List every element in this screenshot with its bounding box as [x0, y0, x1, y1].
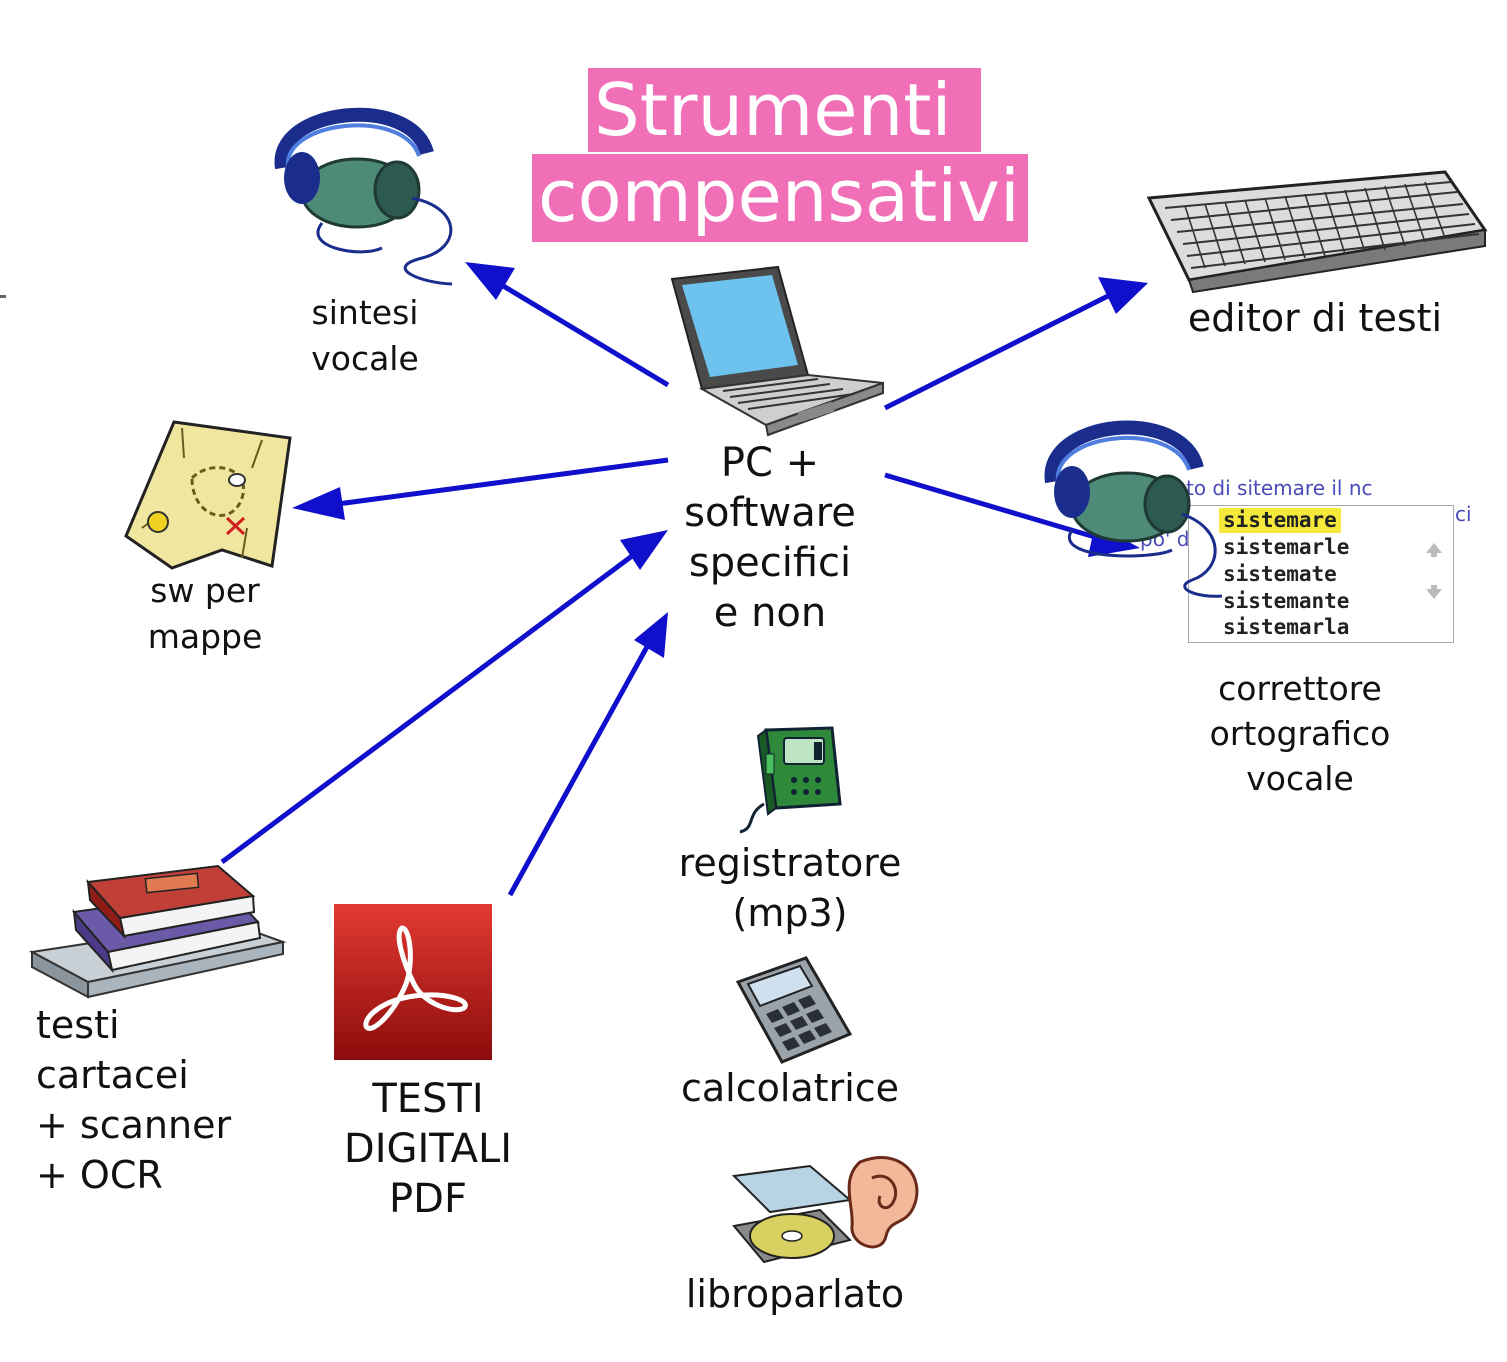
edge-mark	[0, 295, 6, 298]
title-line-1: Strumenti	[588, 68, 982, 152]
arrowhead-editor	[1098, 277, 1148, 314]
arrowhead-sintesi	[465, 262, 515, 300]
doc-line-1: to di sitemare il nc	[1186, 476, 1373, 500]
keyboard-icon	[1146, 170, 1488, 294]
center-line-2: software	[684, 490, 856, 536]
headphones-icon	[274, 107, 453, 286]
arrowhead-pdf	[634, 612, 668, 658]
scroll-down-icon[interactable]	[1425, 584, 1443, 600]
calculator-icon	[735, 956, 853, 1064]
arrowhead-cartacei	[620, 530, 668, 570]
editor-testi-label: editor di testi	[1187, 296, 1443, 340]
correttore-label: correttore ortografico vocale	[1209, 669, 1391, 798]
arrow-to-mappe	[329, 457, 669, 508]
headphones-icon	[1044, 420, 1223, 598]
suggestion-item[interactable]: sistemate	[1223, 562, 1337, 586]
registratore-label: registratore (mp3)	[678, 841, 902, 935]
books-icon	[28, 864, 287, 999]
spell-suggestions-popup[interactable]: sistemare sistemarle sistemate sistemant…	[1188, 505, 1454, 643]
pdf-icon	[334, 904, 492, 1060]
center-line-4: e non	[713, 590, 827, 636]
arrow-to-sintesi	[488, 275, 670, 388]
sintesi-vocale-label: sintesi vocale	[311, 293, 419, 378]
libroparlato-label: libroparlato	[685, 1272, 905, 1316]
arrow-from-cartacei	[220, 547, 642, 865]
arrow-to-correttore	[884, 472, 1106, 543]
calcolatrice-label: calcolatrice	[680, 1066, 900, 1110]
arrow-from-pdf	[507, 643, 651, 897]
title-line-2: compensativi	[532, 154, 1028, 242]
center-line-1: PC +	[720, 440, 820, 486]
laptop-icon	[670, 265, 884, 437]
suggestion-item[interactable]: sistemarla	[1223, 615, 1350, 639]
arrow-to-editor	[883, 292, 1112, 411]
treasure-map-icon	[124, 420, 292, 570]
recorder-icon	[739, 726, 842, 834]
testi-cartacei-label: testi cartacei + scanner + OCR	[36, 1003, 232, 1197]
cd-ear-icon	[731, 1156, 919, 1264]
scroll-up-icon[interactable]	[1425, 542, 1443, 558]
sw-mappe-label: sw per mappe	[147, 571, 263, 656]
center-line-3: specifici	[688, 540, 852, 586]
testi-digitali-label: TESTI DIGITALI PDF	[343, 1076, 513, 1222]
center-label: PC + software specifici e non	[660, 438, 880, 638]
doc-tail: ci	[1455, 502, 1472, 526]
suggestion-item[interactable]: sistemare	[1219, 508, 1341, 533]
arrowhead-mappe	[292, 487, 345, 520]
suggestion-item[interactable]: sistemarle	[1223, 535, 1350, 559]
suggestion-item[interactable]: sistemante	[1223, 589, 1350, 613]
